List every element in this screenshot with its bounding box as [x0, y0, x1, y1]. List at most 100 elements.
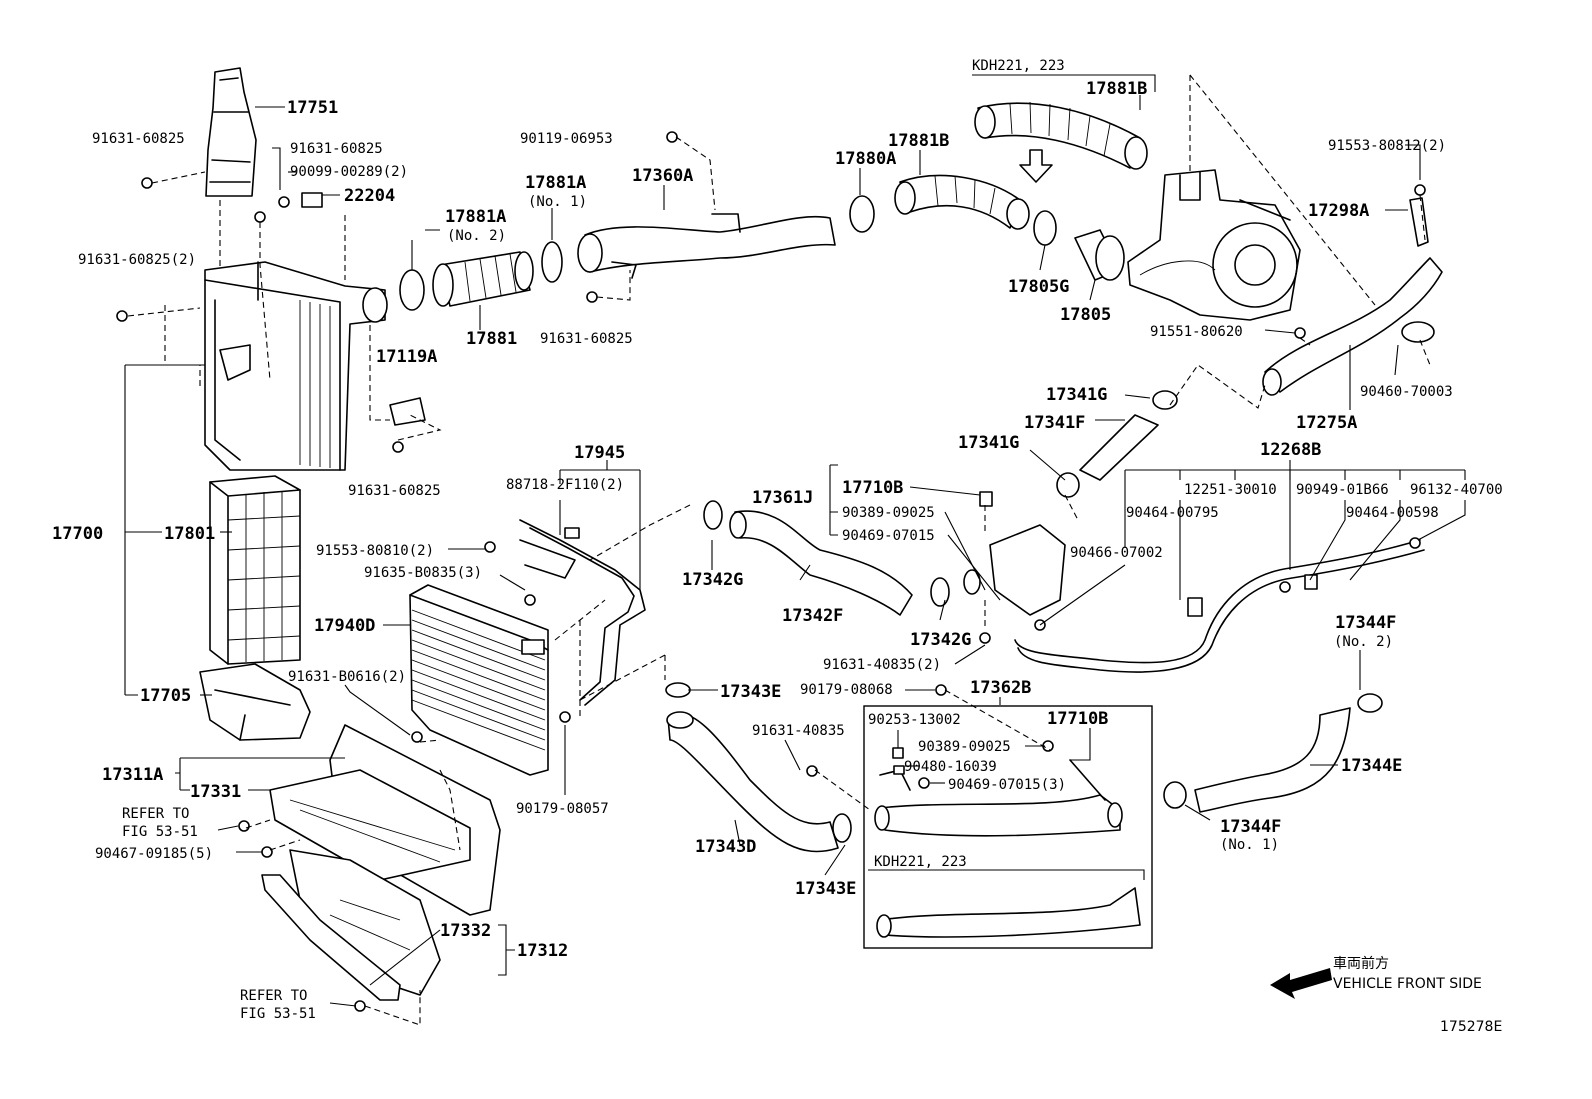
label-17342G-b: 17342G [910, 630, 971, 650]
label-17881A-no1: 17881A [525, 173, 586, 193]
label-17710B-b: 17710B [1047, 709, 1108, 729]
hose-17343D-illustration [665, 682, 852, 853]
label-91631-60825-a: 91631-60825 [92, 131, 185, 147]
under-cover-plates-illustration [261, 724, 501, 1001]
label-17344F-no2-sub: (No. 2) [1334, 634, 1393, 650]
pipe-17275A-illustration [1262, 257, 1443, 396]
hose-17881-illustration [399, 241, 563, 311]
air-cleaner-bracket-17705-illustration [199, 663, 311, 741]
turbocharger-illustration [1127, 169, 1301, 321]
outlet-17361J-illustration [963, 491, 1066, 616]
label-17344F-no1: 17344F [1220, 817, 1281, 837]
label-refer-to-b: REFER TO [240, 988, 307, 1004]
hose-17344E-illustration [1163, 693, 1383, 813]
label-90179-08057: 90179-08057 [516, 801, 609, 817]
pipe-17362B-illustration [874, 759, 1141, 938]
label-91553-80812: 91553-80812(2) [1328, 138, 1446, 154]
label-90464-00795: 90464-00795 [1126, 505, 1219, 521]
label-91631-40835-b: 91631-40835 [752, 723, 845, 739]
label-17341F: 17341F [1024, 413, 1085, 433]
front-arrow-icon [1270, 968, 1332, 999]
label-17312: 17312 [517, 941, 568, 961]
leader-lines [124, 74, 1466, 1007]
label-17805: 17805 [1060, 305, 1111, 325]
label-17344F-no1-sub: (No. 1) [1220, 837, 1279, 853]
label-fig-53-51-a: FIG 53-51 [122, 824, 198, 840]
label-90466-07002: 90466-07002 [1070, 545, 1163, 561]
label-17119A: 17119A [376, 347, 437, 367]
air-duct-17751-illustration [205, 67, 257, 197]
label-88718-2F110: 88718-2F110(2) [506, 477, 624, 493]
label-17801: 17801 [164, 524, 215, 544]
hose-12268B-illustration [1014, 539, 1425, 673]
label-17342G-a: 17342G [682, 570, 743, 590]
label-17331: 17331 [190, 782, 241, 802]
label-17275A: 17275A [1296, 413, 1357, 433]
bracket-17119A-illustration [389, 397, 426, 453]
label-90464-00598: 90464-00598 [1346, 505, 1439, 521]
label-17945: 17945 [574, 443, 625, 463]
label-91631-40835-a: 91631-40835(2) [823, 657, 941, 673]
label-12251-30010: 12251-30010 [1184, 482, 1277, 498]
label-17344F-no2: 17344F [1335, 613, 1396, 633]
label-17751: 17751 [287, 98, 338, 118]
label-91553-80810: 91553-80810(2) [316, 543, 434, 559]
label-17700: 17700 [52, 524, 103, 544]
label-91635-B0835: 91635-B0835(3) [364, 565, 482, 581]
label-17881A-no2: 17881A [445, 207, 506, 227]
label-kdh-bottom: KDH221, 223 [874, 854, 967, 870]
label-96132-40700: 96132-40700 [1410, 482, 1503, 498]
label-17881B-b: 17881B [1086, 79, 1147, 99]
hose-17342F-illustration [703, 500, 950, 616]
label-17881: 17881 [466, 329, 517, 349]
label-kdh-top: KDH221, 223 [972, 58, 1065, 74]
label-90253-13002: 90253-13002 [868, 712, 961, 728]
front-side-japanese: 車両前方 [1333, 955, 1389, 972]
bracket-17945-illustration [519, 519, 646, 706]
label-17298A: 17298A [1308, 201, 1369, 221]
label-17343E-b: 17343E [795, 879, 856, 899]
label-17341G-b: 17341G [958, 433, 1019, 453]
label-12268B: 12268B [1260, 440, 1321, 460]
front-side-english: VEHICLE FRONT SIDE [1333, 976, 1482, 992]
hose-17341F-illustration [1056, 390, 1178, 498]
label-91551-80620: 91551-80620 [1150, 324, 1243, 340]
hose-17881B-illustration [894, 101, 1148, 281]
label-17940D: 17940D [314, 616, 375, 636]
label-90469-07015-a: 90469-07015 [842, 528, 935, 544]
label-22204: 22204 [344, 186, 395, 206]
callout-labels: 17751 91631-60825 91631-60825 90099-0028… [52, 58, 1503, 1022]
assembly-dashed-lines [127, 74, 1431, 1026]
label-91631-60825-b: 91631-60825 [290, 141, 383, 157]
bracket-17298A-illustration [1409, 197, 1429, 247]
label-17343E-a: 17343E [720, 682, 781, 702]
label-90119-06953: 90119-06953 [520, 131, 613, 147]
sub-assembly-boxes [863, 705, 1153, 949]
intake-pipe-17360A-illustration [577, 195, 875, 279]
label-17332: 17332 [440, 921, 491, 941]
label-17342F: 17342F [782, 606, 843, 626]
label-17343D: 17343D [695, 837, 756, 857]
label-91631-60825-e: 91631-60825 [348, 483, 441, 499]
label-17705: 17705 [140, 686, 191, 706]
label-90480-16039: 90480-16039 [904, 759, 997, 775]
label-90099-00289: 90099-00289(2) [290, 164, 408, 180]
label-fig-53-51-b: FIG 53-51 [240, 1006, 316, 1022]
label-17805G: 17805G [1008, 277, 1069, 297]
label-17344E: 17344E [1341, 756, 1402, 776]
label-90467-09185: 90467-09185(5) [95, 846, 213, 862]
label-17360A: 17360A [632, 166, 693, 186]
label-17311A: 17311A [102, 765, 163, 785]
label-91631-60825-d: 91631-60825 [540, 331, 633, 347]
label-17341G-a: 17341G [1046, 385, 1107, 405]
label-90949-01B66: 90949-01B66 [1296, 482, 1389, 498]
label-17881A-no1-sub: (No. 1) [528, 194, 587, 210]
label-17881B-a: 17881B [888, 131, 949, 151]
label-91631-60825-c: 91631-60825(2) [78, 252, 196, 268]
figure-number: 175278E [1440, 1019, 1502, 1035]
label-17710B-a: 17710B [842, 478, 903, 498]
front-side-note: 車両前方 VEHICLE FRONT SIDE [1333, 955, 1482, 992]
intercooler-17940D-illustration [409, 584, 549, 776]
label-91631-B0616: 91631-B0616(2) [288, 669, 406, 685]
